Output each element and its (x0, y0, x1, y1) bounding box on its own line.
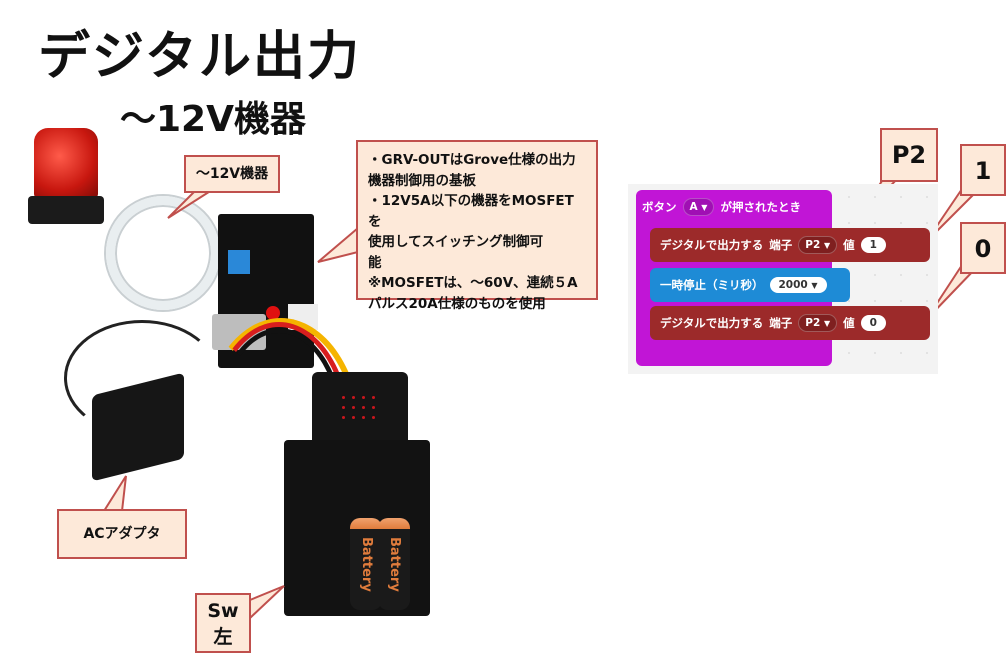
value-input[interactable]: 1 (860, 237, 886, 253)
callout-value-on: 1 (960, 144, 1006, 196)
battery-right: Battery (378, 518, 410, 610)
pin-label: 端子 (769, 238, 793, 252)
value-label: 値 (843, 238, 855, 252)
callout-value-off: 0 (960, 222, 1006, 274)
led-ring (106, 196, 220, 310)
battery-left: Battery (350, 518, 382, 610)
event-prefix: ボタン (642, 200, 677, 214)
makecode-workspace: ボタン A ▼ が押されたとき デジタルで出力する 端子 P2 ▼ 値 1 一時… (628, 184, 938, 374)
pause-duration-select[interactable]: 2000 ▼ (769, 277, 827, 293)
chevron-down-icon: ▼ (701, 203, 708, 212)
pin-select[interactable]: P2 ▼ (798, 236, 838, 254)
warning-lamp (34, 128, 98, 198)
adapter-cable (64, 320, 220, 436)
pause-label: 一時停止（ミリ秒） (660, 278, 764, 292)
value-input[interactable]: 0 (860, 315, 886, 331)
callout-description: ・GRV-OUTはGrove仕様の出力 機器制御用の基板 ・12V5A以下の機器… (356, 140, 598, 312)
callout-adapter: ACアダプタ (57, 509, 187, 559)
chevron-down-icon: ▼ (823, 319, 831, 328)
callout-switch-line2: 左 (213, 626, 233, 648)
digital-write-label: デジタルで出力する (660, 316, 764, 330)
callout-pin: P2 (880, 128, 938, 182)
callout-switch-line1: Sw (207, 600, 239, 622)
pause-block[interactable]: 一時停止（ミリ秒） 2000 ▼ (650, 268, 850, 302)
digital-write-block-2[interactable]: デジタルで出力する 端子 P2 ▼ 値 0 (650, 306, 930, 340)
callout-switch: Sw 左 (195, 593, 251, 653)
terminal-block (228, 250, 250, 274)
power-led (266, 306, 280, 320)
warning-lamp-base (28, 196, 104, 224)
button-select[interactable]: A ▼ (682, 198, 715, 216)
digital-write-block-1[interactable]: デジタルで出力する 端子 P2 ▼ 値 1 (650, 228, 930, 262)
value-label: 値 (843, 316, 855, 330)
chevron-down-icon: ▼ (811, 281, 818, 290)
microbit-board (312, 372, 408, 448)
digital-write-label: デジタルで出力する (660, 238, 764, 252)
event-block-header: ボタン A ▼ が押されたとき (642, 198, 801, 216)
page-subtitle: ～12V機器 (120, 99, 306, 140)
page-title: デジタル出力 (38, 27, 361, 87)
chevron-down-icon: ▼ (823, 241, 831, 250)
callout-device: ～12V機器 (184, 155, 280, 193)
pin-select[interactable]: P2 ▼ (798, 314, 838, 332)
event-suffix: が押されたとき (720, 200, 801, 214)
pin-label: 端子 (769, 316, 793, 330)
